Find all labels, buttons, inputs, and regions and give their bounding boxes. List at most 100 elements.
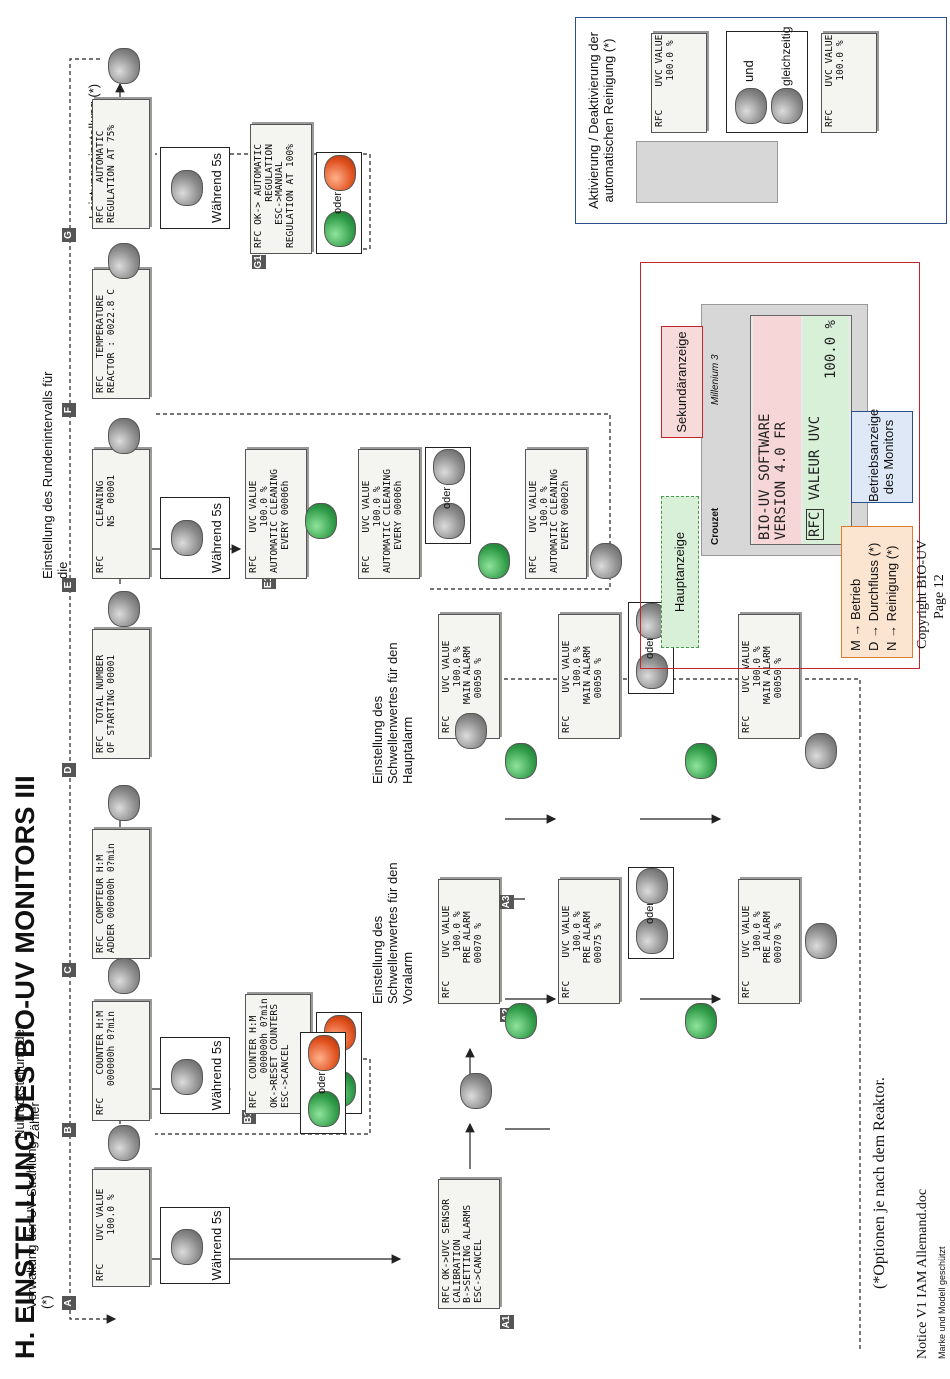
step-b-heading: Nullrückstellung der Zähler [12,1024,42,1139]
step-c-screen: RFC COMPTEUR H:M ADDER 000000h 0?min [92,829,150,959]
or-label: oder [332,191,344,215]
page-number: Page 12 [932,574,947,619]
step-a2-screen-3: RFC UVC VALUE 100.0 % PRE ALARM 00070 % [738,879,800,1004]
cleaning-toggle-frame: Aktivierung / Deaktivierung der automati… [575,17,947,224]
a-button-icon[interactable] [171,1059,203,1095]
step-g1-label: G1 [252,255,266,269]
step-g1-screen: RFC OK-> AUTOMATIC REGULATION ESC->MANUA… [250,124,312,254]
step-a1-label: A1 [500,1315,514,1329]
step-g-label: G [62,228,76,242]
ok-button-icon[interactable] [478,543,510,579]
a-button-icon[interactable] [171,1229,203,1265]
step-a-screen: RFC UVC VALUE 100.0 % [92,1169,150,1287]
panel-line-4: VERSION 4.0 FR [773,421,789,540]
step-b-hold-box: Während 5s [160,1037,230,1114]
b-button-icon[interactable] [805,733,837,769]
footnote: (*Optionen je nach dem Reaktor. [871,1077,888,1289]
hold-label: Während 5s [209,1040,224,1111]
step-e1-screen-3: RFC UVC VALUE 100.0 % AUTOMATIC CLEANING… [525,449,587,579]
step-b-label: B [62,1123,76,1137]
main-display-box: Hauptanzeige [661,496,699,648]
ok-button-icon[interactable] [505,1003,537,1039]
ok-button-icon[interactable] [324,211,356,247]
or-label: oder [316,1071,328,1095]
hold-label: Während 5s [209,502,224,574]
plus-button-icon[interactable] [108,958,140,994]
ok-button-icon[interactable] [685,1003,717,1039]
plus-or-minus-box: oder [628,867,674,959]
copyright: Copyright BIO-UV [915,539,930,649]
step-e-hold-box: Während 5s [160,497,230,579]
ok-button-icon[interactable] [305,503,337,539]
step-d-label: D [62,763,76,777]
step-g-screen: RFC AUTOMATIC REGULATION AT 75% [92,99,150,229]
cleaning-screen-before: RFC UVC VALUE 100.0 % [651,33,707,133]
notice-file: Notice V1 IAM Allemand.doc [915,1188,930,1359]
ok-button-icon[interactable] [505,743,537,779]
ok-button-icon[interactable] [685,743,717,779]
plus-button-icon[interactable] [108,1125,140,1161]
panel-line-1: VALEUR UVC [807,415,823,501]
minus-button-icon[interactable] [636,868,668,904]
esc-button-icon[interactable] [324,155,356,191]
operating-display-label: Betriebsanzeige des Monitors [866,408,896,502]
step-a1-screen: RFC OK->UVC SENSOR CALIBRATION B->SETTIN… [438,1179,500,1309]
operating-display-box: Betriebsanzeige des Monitors [851,408,913,503]
plus-button-icon[interactable] [108,785,140,821]
a-button-icon[interactable] [171,170,203,206]
plus-button-icon[interactable] [108,243,140,279]
step-a2-screen-1: RFC UVC VALUE 100.0 % PRE ALARM 00070 % [438,879,500,1004]
and-simultaneously-box: und gleichzeitig [726,27,808,133]
plus-button-icon[interactable] [108,418,140,454]
b-button-icon[interactable] [590,543,622,579]
a-button-icon[interactable] [735,88,767,124]
cleaning-screen-after: RFC UVC VALUE 100.0 % [821,33,877,133]
plus-button-icon[interactable] [108,591,140,627]
step-a2-heading: Einstellung des Schwellenwertes für den … [370,862,415,1004]
panel-screen: BIO-UV SOFTWARE VERSION 4.0 FR RFC VALEU… [750,315,852,545]
panel-model: Millenium 3 [710,354,721,405]
step-a2-screen-2: RFC UVC VALUE 100.0 % PRE ALARM 00075 % [558,879,620,1004]
step-c-label: C [62,963,76,977]
panel-main-text: RFC VALEUR UVC 100.0 % [803,316,849,544]
step-a3-heading: Einstellung des Schwellenwertes für den … [370,642,415,784]
step-b-screen: RFC COUNTER H:M 000000h 0?min [92,1001,150,1121]
legend-frame: BIO-UV SOFTWARE VERSION 4.0 FR RFC VALEU… [640,262,920,669]
b-button-icon[interactable] [460,1073,492,1109]
ok-or-esc-box: oder [300,1032,346,1134]
cleaning-heading: Aktivierung / Deaktivierung der automati… [586,31,616,210]
plus-button-icon[interactable] [108,48,140,84]
step-e-heading: Einstellung des Rundenintervalls für die [40,371,70,579]
step-f-label: F [62,403,76,417]
a-button-icon[interactable] [171,520,203,556]
step-a3-label: A3 [500,895,514,909]
step-a3-screen-2: RFC UVC VALUE 100.0 % MAIN ALARM 00050 % [558,614,620,739]
panel-brand: Crouzet [710,507,721,545]
ok-button-icon[interactable] [308,1091,340,1127]
plus-or-minus-box: oder [425,447,471,544]
step-f-screen: RFC TEMPERATURE REACTOR : 0022.8 C [92,269,150,399]
mode-n: N → Reinigung (*) [884,545,899,652]
or-label: oder [644,901,656,924]
panel-secondary-text: BIO-UV SOFTWARE VERSION 4.0 FR [753,316,801,544]
step-e1-screen-2: RFC UVC VALUE 100.0 % AUTOMATIC CLEANING… [358,449,420,579]
cleaning-panel [636,141,778,203]
b-button-icon[interactable] [805,923,837,959]
b-button-icon[interactable] [455,713,487,749]
panel-line-2: 100.0 % [823,320,839,380]
step-e-screen: RFC CLEANING NS 00001 [92,449,150,579]
hold-label: Während 5s [209,152,224,224]
step-a-hold-box: Während 5s [160,1207,230,1284]
or-label: oder [441,486,453,509]
minus-button-icon[interactable] [433,449,465,485]
panel-line-3: BIO-UV SOFTWARE [757,413,773,540]
esc-button-icon[interactable] [308,1035,340,1071]
b-button-icon[interactable] [771,88,803,124]
mode-legend-box: M → Betrieb D → Durchfluss (*) N → Reini… [841,526,913,658]
brand-note: Marke und Modell geschützt [937,1246,947,1359]
simultaneously-label: gleichzeitig [779,26,793,86]
ok-or-esc-box: oder [316,152,362,254]
mode-d: D → Durchfluss (*) [866,542,881,651]
